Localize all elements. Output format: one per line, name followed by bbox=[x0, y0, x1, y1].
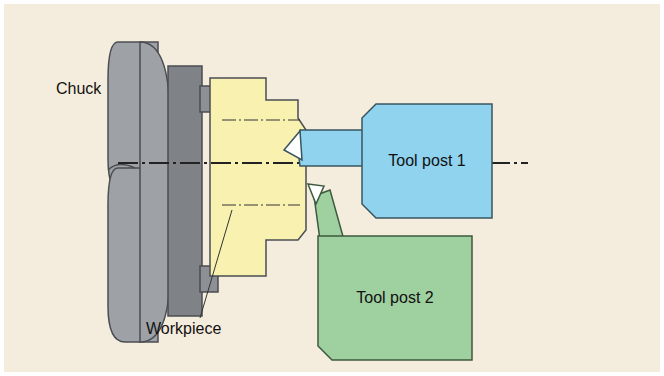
part-label: Chuck bbox=[56, 80, 101, 98]
workpiece-body bbox=[210, 78, 306, 276]
chuck-body bbox=[108, 42, 170, 342]
background-panel bbox=[4, 4, 660, 372]
tool-post-label: Tool post 1 bbox=[388, 152, 465, 170]
tool-post: Tool post 2 bbox=[318, 236, 472, 360]
hole-axis bbox=[222, 205, 300, 206]
tool-post-shape bbox=[362, 104, 492, 218]
tool-post-label: Tool post 2 bbox=[356, 289, 433, 307]
leader-line bbox=[200, 210, 232, 318]
tool-post-shape bbox=[318, 236, 472, 360]
chuck-flange bbox=[168, 66, 202, 316]
cutting-insert bbox=[308, 184, 324, 204]
hole-axis bbox=[222, 120, 300, 121]
tool-post: Tool post 1 bbox=[362, 104, 492, 218]
tool-shank bbox=[298, 130, 364, 166]
cutting-insert bbox=[284, 131, 302, 160]
part-label: Workpiece bbox=[146, 320, 221, 338]
